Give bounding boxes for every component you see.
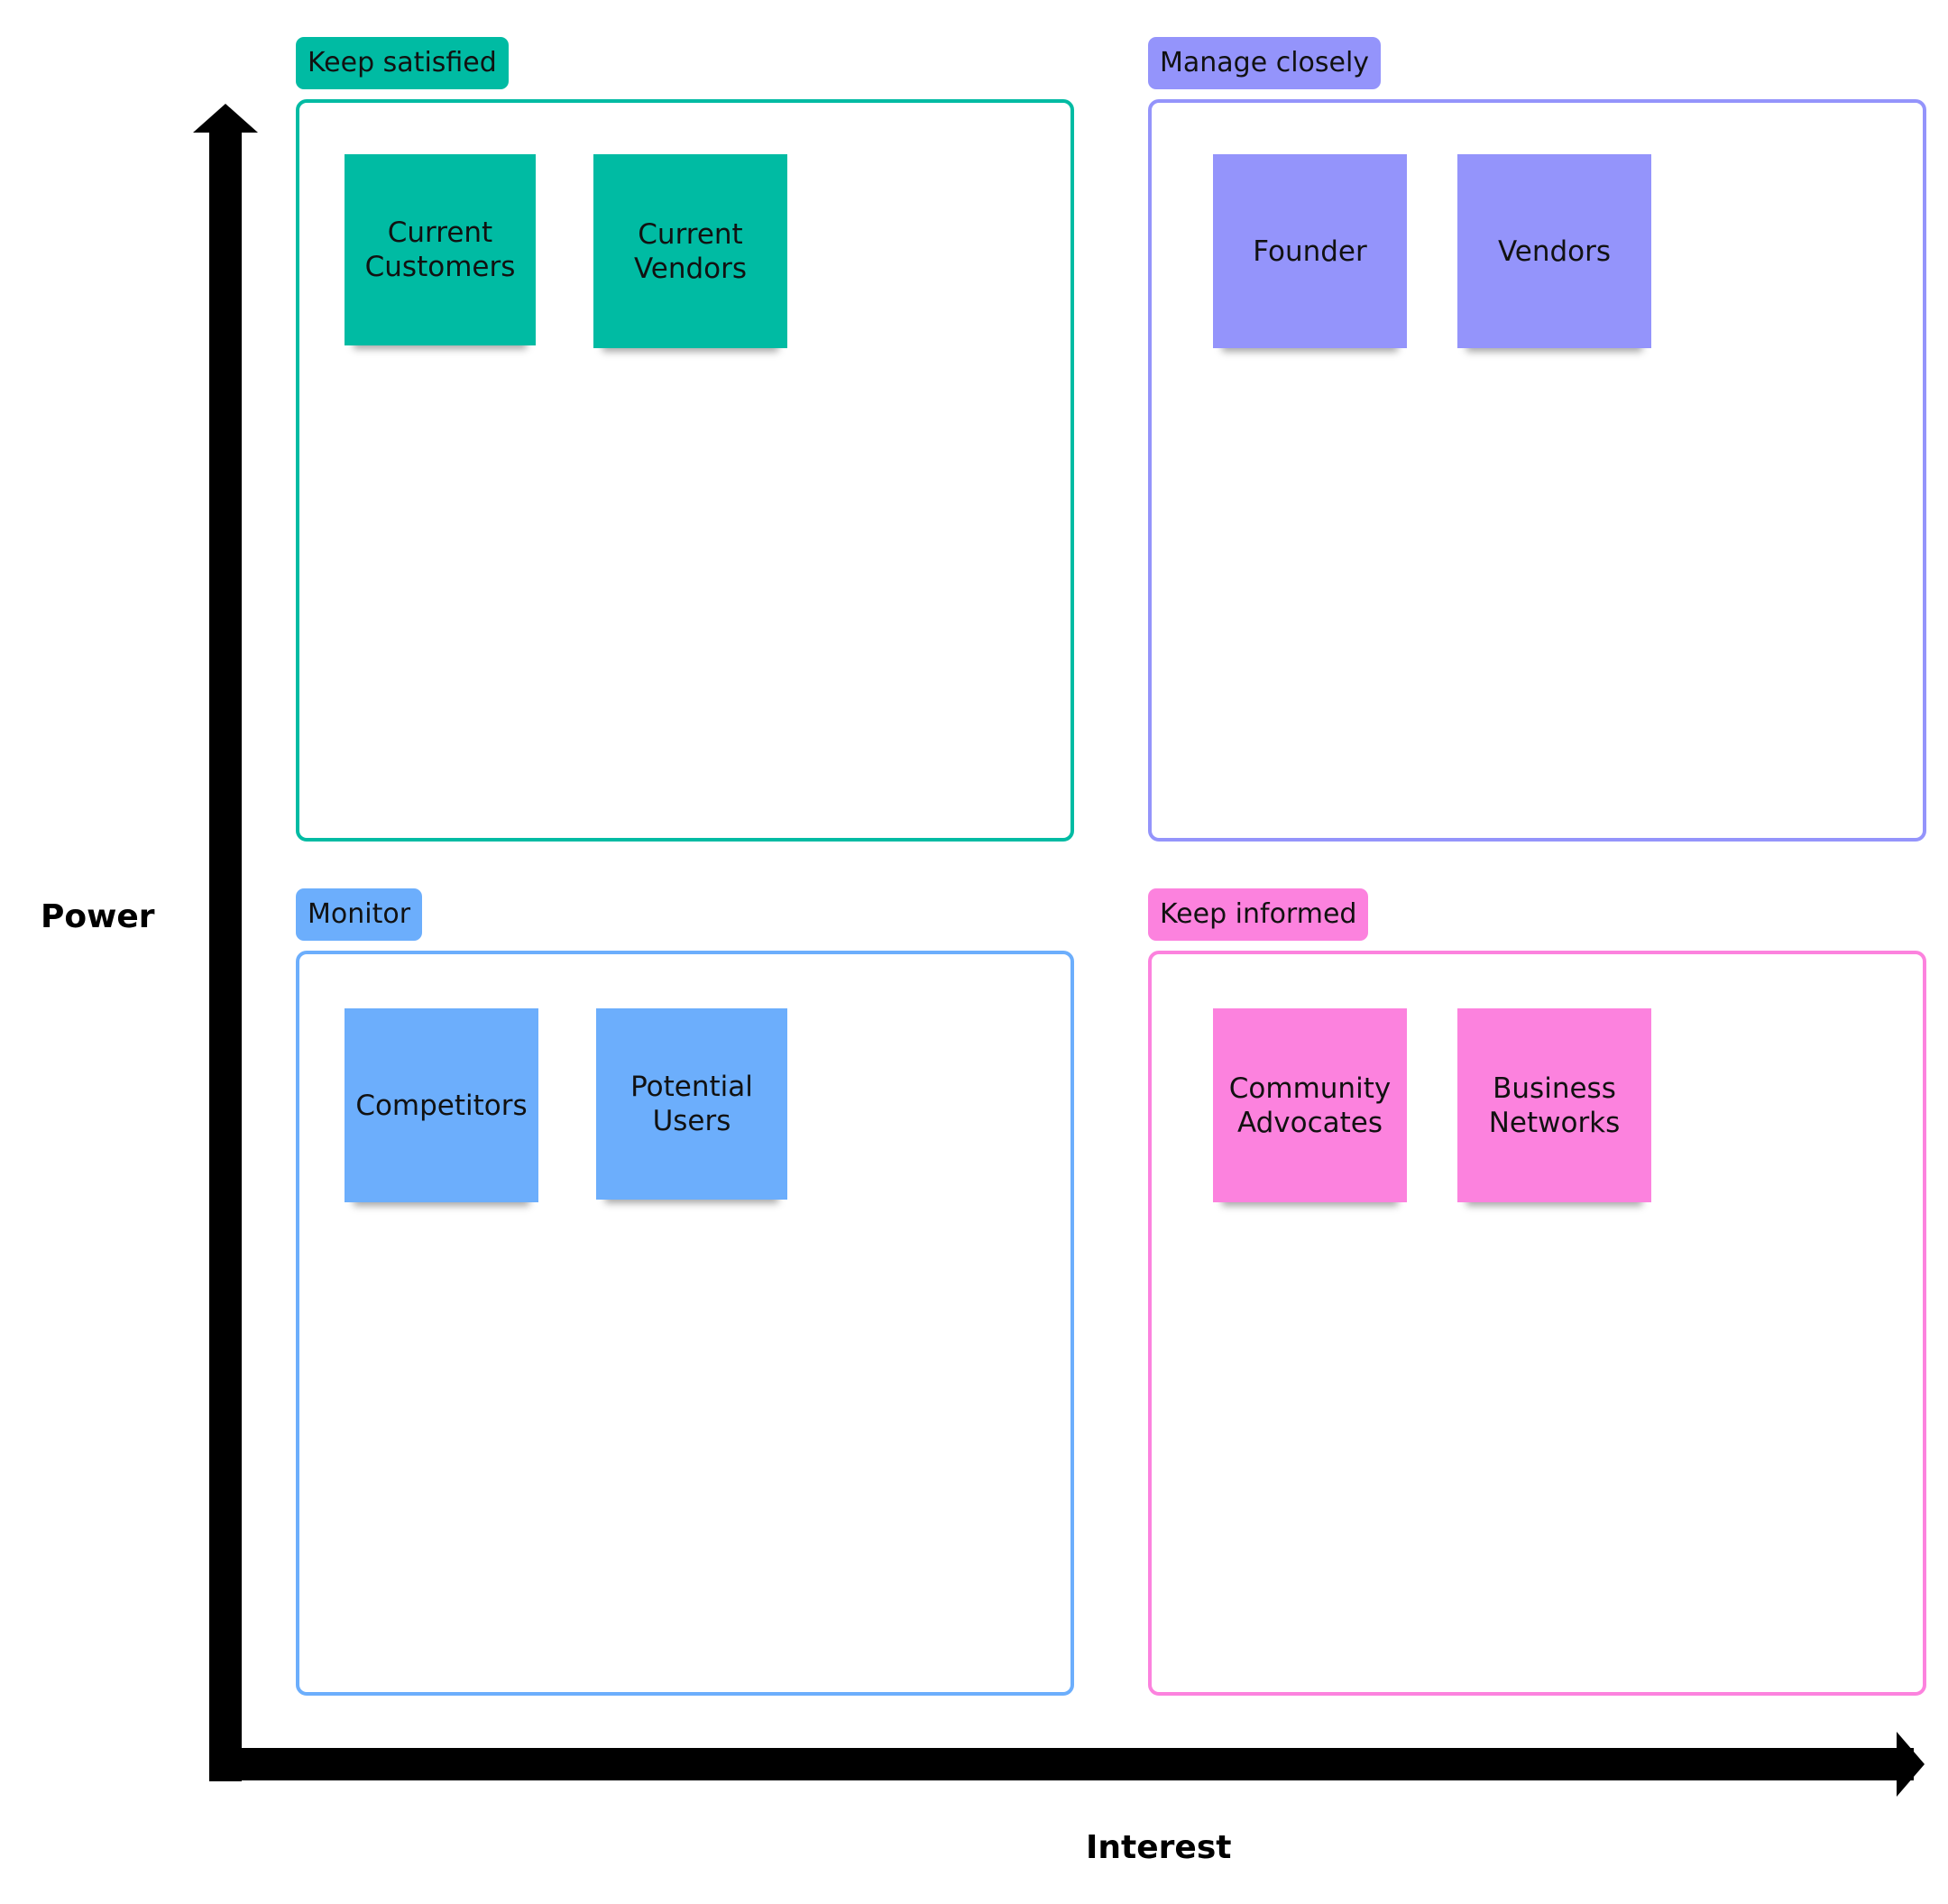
sticky-note-current-vendors[interactable]: Current Vendors — [593, 154, 787, 348]
note-line: Vendors — [633, 252, 748, 285]
note-line: Founder — [1253, 235, 1367, 268]
sticky-note-competitors[interactable]: Competitors — [345, 1008, 538, 1202]
monitor-tag[interactable]: Monitor — [296, 888, 423, 941]
power-axis-line — [209, 124, 242, 1781]
note-line: Networks — [1488, 1106, 1621, 1139]
note-line: Customers — [364, 251, 516, 283]
note-line: Users — [652, 1105, 731, 1137]
sticky-note-founder[interactable]: Founder — [1213, 154, 1407, 348]
interest-axis-label: Interest — [1086, 1829, 1232, 1866]
sticky-note-vendors[interactable]: Vendors — [1457, 154, 1651, 348]
sticky-note-current-customers[interactable]: Current Customers — [345, 154, 536, 345]
power-axis-label: Power — [41, 898, 155, 935]
note-line: Potential — [630, 1071, 753, 1103]
note-line: Current — [638, 217, 743, 251]
manage-closely-tag[interactable]: Manage closely — [1148, 37, 1382, 89]
interest-axis-arrowhead — [1897, 1732, 1925, 1797]
note-line: Vendors — [1497, 235, 1612, 268]
note-line: Advocates — [1236, 1106, 1383, 1139]
interest-axis-line — [209, 1748, 1914, 1780]
power-axis-arrowhead — [193, 104, 258, 133]
sticky-note-community-advocates[interactable]: Community Advocates — [1213, 1008, 1407, 1202]
note-line: Competitors — [355, 1089, 528, 1122]
sticky-note-potential-users[interactable]: Potential Users — [596, 1008, 787, 1200]
keep-satisfied-tag[interactable]: Keep satisfied — [296, 37, 509, 89]
sticky-note-business-networks[interactable]: Business Networks — [1457, 1008, 1651, 1202]
keep-informed-tag[interactable]: Keep informed — [1148, 888, 1369, 941]
note-line: Current — [387, 216, 493, 249]
note-line: Community — [1228, 1072, 1392, 1105]
note-line: Business — [1493, 1072, 1616, 1105]
